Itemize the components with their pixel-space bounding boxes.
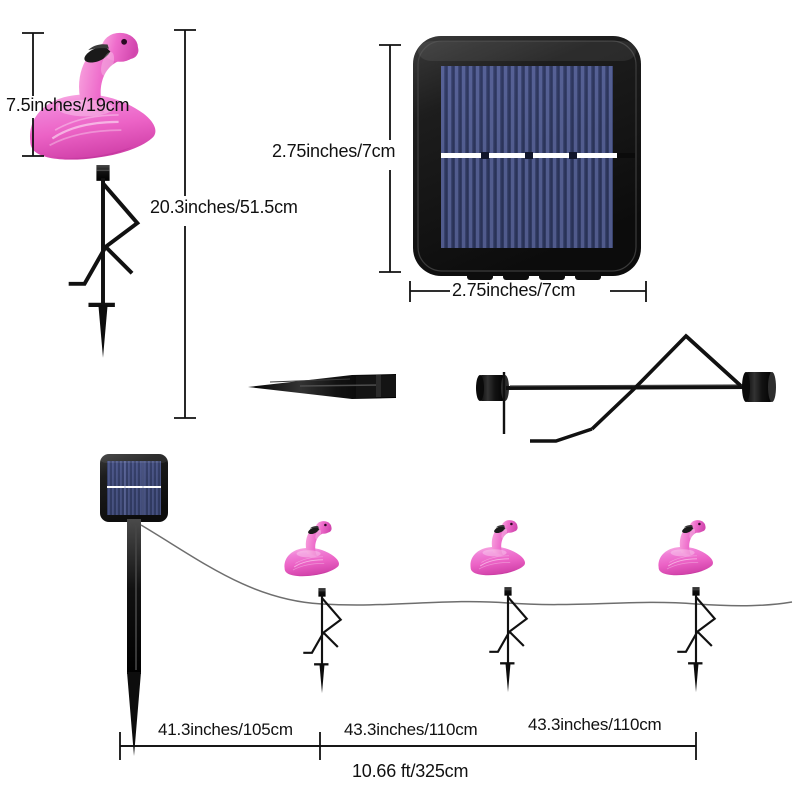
flamingo-stake-1 <box>283 520 342 695</box>
dimension-line-total-height <box>174 29 196 419</box>
label-flamingo-body-height: 7.5inches/19cm <box>6 95 130 115</box>
label-spacing-third: 43.3inches/110cm <box>528 715 662 734</box>
label-panel-width: 2.75inches/7cm <box>452 280 576 300</box>
label-flamingo-total-height: 20.3inches/51.5cm <box>150 197 298 217</box>
label-spacing-first: 41.3inches/105cm <box>158 720 293 739</box>
solar-panel-module-small <box>100 454 168 522</box>
flamingo-leg-frame-part <box>476 333 776 443</box>
connecting-wire <box>140 524 793 607</box>
solar-panel-module-large <box>413 36 641 280</box>
ground-stake-panel <box>127 519 141 756</box>
label-total-length: 10.66 ft/325cm <box>352 761 469 781</box>
flamingo-stake-2 <box>469 519 528 694</box>
label-spacing-second: 43.3inches/110cm <box>344 720 478 739</box>
label-panel-height: 2.75inches/7cm <box>272 141 396 161</box>
flamingo-leg-frame-large <box>69 165 138 358</box>
flamingo-stake-3 <box>657 519 716 694</box>
ground-stake-part <box>248 374 396 399</box>
